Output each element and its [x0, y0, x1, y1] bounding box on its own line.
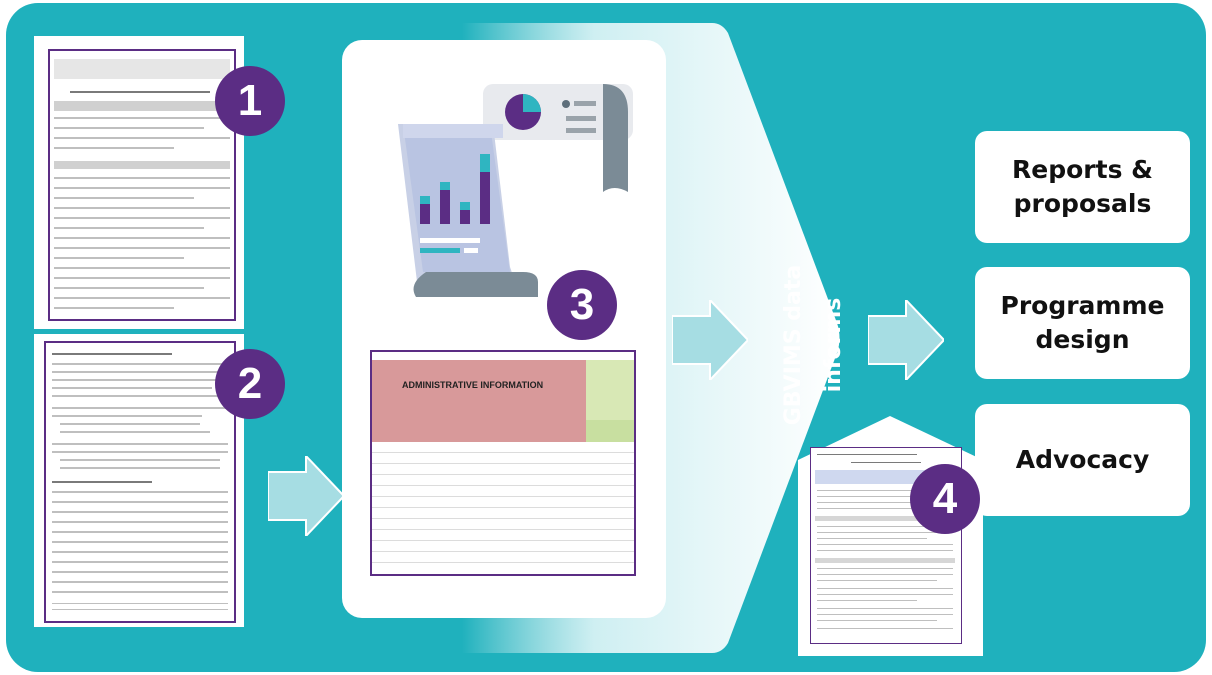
step-number-3: 3: [547, 270, 617, 340]
outcome-programme-design: Programme design: [975, 267, 1190, 379]
outcome-advocacy: Advocacy: [975, 404, 1190, 516]
outcome-reports-proposals: Reports & proposals: [975, 131, 1190, 243]
arrow-to-outcomes-icon: [868, 300, 944, 380]
spreadsheet-title: ADMINISTRATIVE INFORMATION: [402, 380, 544, 390]
classification-tool-card: [34, 334, 244, 627]
spreadsheet-thumbnail: ADMINISTRATIVE INFORMATION: [370, 350, 636, 576]
step-number-2: 2: [215, 349, 285, 419]
report-illustration-icon: [398, 84, 633, 297]
intake-form-card: [34, 36, 244, 329]
step-number-1: 1: [215, 66, 285, 136]
arrow-to-informs-icon: [672, 300, 748, 380]
step-number-4: 4: [910, 464, 980, 534]
intake-form-thumbnail: [48, 49, 236, 321]
classification-tool-thumbnail: [44, 341, 236, 623]
arrow-to-center-icon: [268, 456, 344, 536]
informs-label: GBVIMS data informs: [781, 264, 846, 426]
